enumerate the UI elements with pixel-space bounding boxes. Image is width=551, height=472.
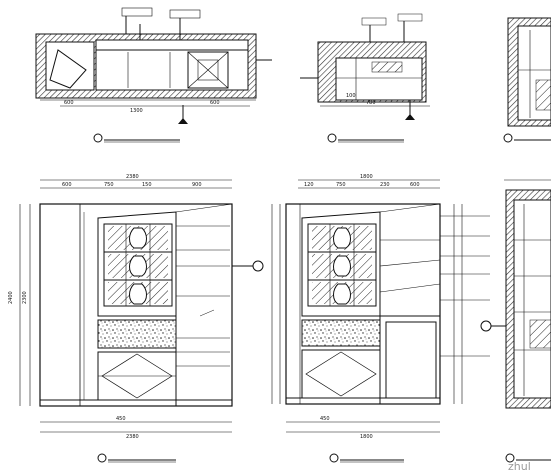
dim-2300-left: 2300 [22, 291, 28, 304]
dim-600-left: 600 [64, 100, 74, 106]
section-right [480, 179, 551, 463]
dim-750: 750 [104, 182, 114, 188]
dim-1800-top: 1800 [360, 174, 373, 180]
dim-450-mid: 450 [320, 416, 330, 422]
dim-1300: 1300 [130, 108, 143, 114]
watermark-text: zhul [508, 460, 531, 472]
plan-view-right [503, 17, 551, 143]
elevation-middle: 1800 120 750 230 600 [271, 174, 490, 463]
dim-120: 120 [304, 182, 314, 188]
dim-1800-bottom: 1800 [360, 434, 373, 440]
plan-view-left: 600 1300 600 [35, 7, 272, 143]
dim-750-mid: 750 [336, 182, 346, 188]
dim-450: 450 [116, 416, 126, 422]
dim-100: 100 [346, 93, 356, 99]
dim-2380-bottom: 2380 [126, 434, 139, 440]
dim-2380-top: 2380 [126, 174, 139, 180]
dim-230: 230 [380, 182, 390, 188]
dim-2400-left: 2400 [8, 291, 14, 304]
dim-600-right: 600 [210, 100, 220, 106]
dim-150: 150 [142, 182, 152, 188]
dim-900: 900 [192, 182, 202, 188]
dim-600-mid: 600 [410, 182, 420, 188]
dim-600: 600 [62, 182, 72, 188]
plan-view-middle: 100 780 [300, 13, 430, 143]
elevation-left: 2380 600 750 150 900 2400 [8, 174, 264, 463]
dim-780: 780 [366, 100, 376, 106]
